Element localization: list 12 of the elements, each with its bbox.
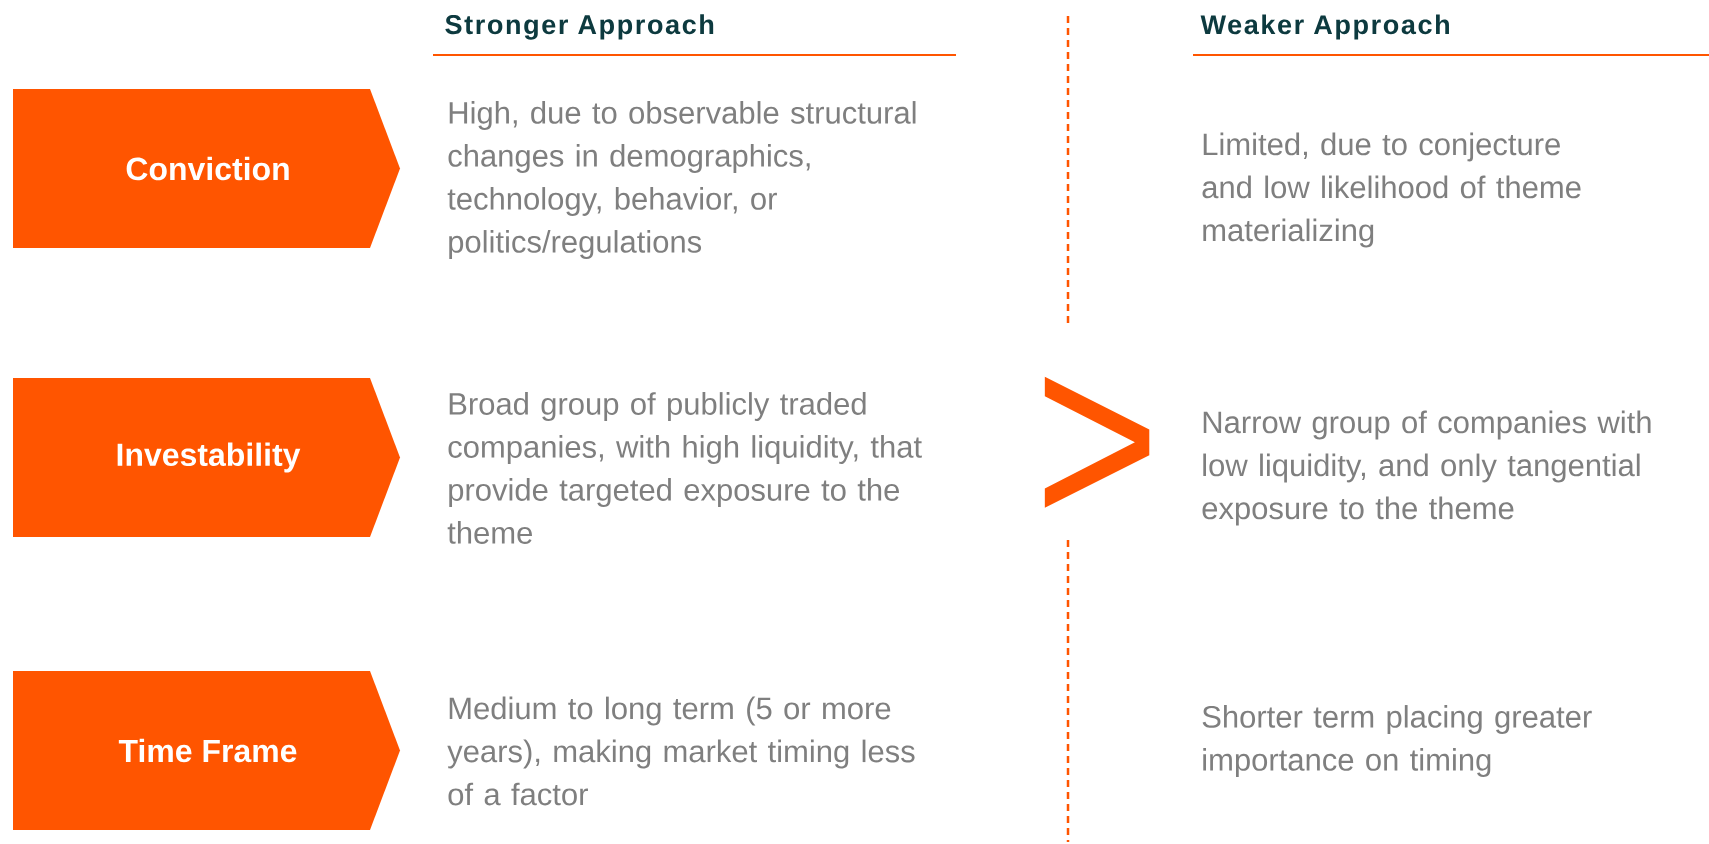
chevron-box: Conviction [13,89,400,248]
column-heading: Weaker Approach [1200,14,1449,40]
description-text: Limited, due to conjecture and low likelihood of theme materializing [1202,132,1581,248]
chevron-box: Investability [13,378,400,537]
chevron-box: Time Frame [13,671,400,830]
description-text: Shorter term placing greater importance on timing [1202,705,1592,777]
description-text: Medium to long term (5 or more years), making market timing less of a factor [447,696,915,806]
greater-than-sign: > [1044,376,1150,508]
column-heading: Stronger Approach [445,14,714,40]
description-text: Narrow group of companies with low liquidity, and only tangential exposure to the theme [1202,410,1651,526]
description-text: High, due to observable structural changes in demographics, technology, behavior, or politics/regulations [447,101,916,259]
description-text: Broad group of publicly traded companies, with high liquidity, that provide targeted exposure to the theme [447,392,922,544]
